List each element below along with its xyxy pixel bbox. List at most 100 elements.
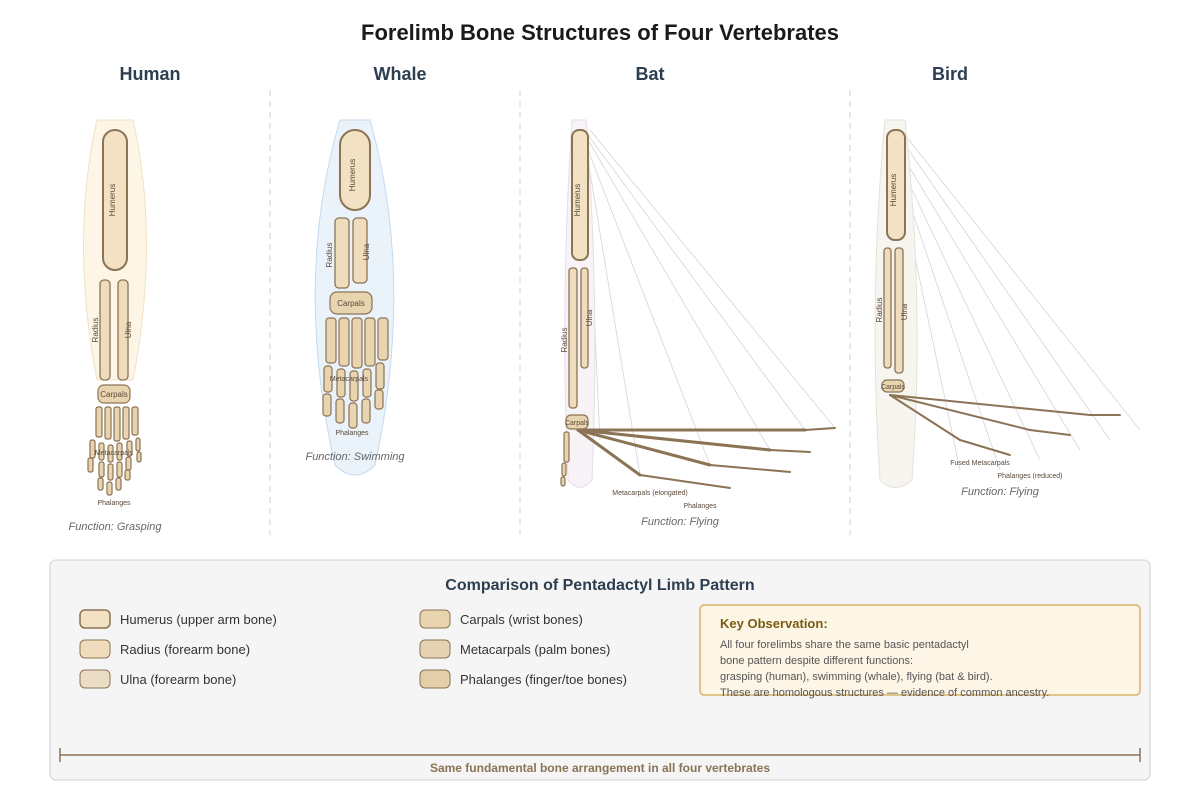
human-humerus	[102, 129, 128, 271]
human-phalanx	[87, 457, 94, 473]
whale-metacarpal-5	[377, 317, 389, 361]
human-humerus-label: Humerus	[108, 184, 117, 216]
bird-function: Function: Flying	[961, 486, 1040, 498]
bat-carpals-label: Carpals	[565, 420, 590, 427]
whale-function: Function: Swimming	[305, 451, 405, 463]
bird-humerus	[886, 129, 906, 241]
whale-phalanx	[374, 389, 384, 410]
bat-phalanx-2	[804, 427, 836, 431]
bird-forelimb: Humerus Radius Ulna Carpals Fused Metaca…	[874, 119, 1141, 498]
human-metacarpal-1	[95, 406, 103, 438]
legend-label-phalanges: Phalanges (finger/toe bones)	[460, 672, 627, 687]
bat-thumb-phalanx	[561, 462, 567, 477]
human-phalanx	[107, 444, 114, 463]
bird-humerus-label: Humerus	[889, 174, 898, 206]
whale-phalanx	[375, 362, 385, 390]
whale-phalanx	[323, 365, 333, 393]
bat-phalanx-5	[639, 474, 731, 489]
bat-phalanx-4	[709, 464, 791, 473]
bird-digit-3	[889, 394, 1091, 416]
human-phalanges-label: Phalanges	[97, 500, 131, 507]
legend-swatch-humerus	[79, 609, 111, 629]
bat-function: Function: Flying	[641, 516, 720, 528]
whale-metacarpal-4	[364, 317, 376, 367]
bat-phalanx-3	[769, 449, 811, 453]
whale-phalanx	[348, 402, 358, 429]
bat-thumb	[563, 431, 570, 463]
whale-radius	[334, 217, 350, 289]
bird-feather-line	[904, 159, 1081, 451]
whale-phalanx	[336, 368, 346, 398]
human-phalanx	[116, 442, 123, 461]
bat-thumb-phalanx	[560, 476, 566, 487]
legend-label-humerus: Humerus (upper arm bone)	[120, 612, 277, 627]
legend-label-ulna: Ulna (forearm bone)	[120, 672, 236, 687]
whale-radius-label: Radius	[325, 243, 334, 268]
bat-phalanges-label: Phalanges	[683, 503, 717, 510]
whale-humerus	[339, 129, 371, 211]
bat-heading: Bat	[635, 64, 664, 84]
bird-ulna	[894, 247, 904, 374]
bat-membrane-line	[589, 129, 836, 429]
bat-metacarpal-3	[576, 428, 772, 452]
whale-carpals	[329, 291, 373, 315]
whale-phalanges-label: Phalanges	[335, 430, 369, 437]
human-radius-label: Radius	[91, 318, 100, 343]
human-phalanx	[98, 442, 105, 461]
human-phalanx	[126, 440, 133, 457]
legend-swatch-radius	[79, 639, 111, 659]
comparison-title: Comparison of Pentadactyl Limb Pattern	[445, 577, 754, 594]
whale-metacarpal-3	[351, 317, 363, 369]
human-radius	[99, 279, 111, 381]
bird-ulna-label: Ulna	[900, 303, 909, 320]
bat-membrane-line	[587, 134, 806, 431]
whale-ulna-label: Ulna	[362, 243, 371, 260]
key-observation-line-3: grasping (human), swimming (whale), flyi…	[720, 671, 993, 683]
key-observation-line-2: bone pattern despite different functions…	[720, 655, 913, 667]
human-metacarpal-3	[113, 406, 121, 442]
bat-radius	[568, 267, 578, 409]
bird-metacarpals-label: Fused Metacarpals	[950, 460, 1010, 467]
human-carpals-label: Carpals	[100, 390, 128, 399]
comparison-panel: Comparison of Pentadactyl Limb Pattern H…	[49, 559, 1151, 781]
legend-label-radius: Radius (forearm bone)	[120, 642, 250, 657]
bird-phalanx-2	[1029, 429, 1071, 436]
whale-carpals-label: Carpals	[337, 299, 365, 308]
human-carpals	[97, 384, 131, 404]
whale-phalanx	[361, 398, 371, 424]
key-observation-line-1: All four forelimbs share the same basic …	[720, 639, 969, 651]
bird-carpals	[881, 379, 905, 393]
bat-membrane-line	[587, 149, 711, 466]
whale-phalanx	[349, 370, 359, 402]
human-phalanx	[98, 461, 105, 478]
key-observation-line-4: These are homologous structures — eviden…	[720, 687, 1049, 699]
bird-feather-line	[904, 189, 1001, 471]
whale-heading: Whale	[373, 64, 426, 84]
legend-swatch-carpals	[419, 609, 451, 629]
bird-carpals-label: Carpals	[881, 384, 906, 391]
bat-humerus	[571, 129, 589, 261]
whale-humerus-label: Humerus	[348, 159, 357, 191]
legend-swatch-metacarpals	[419, 639, 451, 659]
bird-feather-line	[904, 134, 1141, 431]
legend-swatch-ulna	[79, 669, 111, 689]
human-ulna-label: Ulna	[124, 321, 133, 338]
diagram-title: Forelimb Bone Structures of Four Vertebr…	[361, 20, 839, 45]
bat-metacarpal-5	[576, 428, 642, 477]
human-phalanx	[97, 477, 104, 491]
human-ulna	[117, 279, 129, 381]
human-metacarpal-2	[104, 406, 112, 440]
human-phalanx	[115, 477, 122, 491]
legend-label-metacarpals: Metacarpals (palm bones)	[460, 642, 610, 657]
whale-phalanx	[322, 393, 332, 417]
human-metacarpal-4	[122, 406, 130, 440]
bat-humerus-label: Humerus	[573, 184, 582, 216]
bird-feather-line	[904, 174, 1041, 461]
whale-metacarpal-2	[338, 317, 350, 367]
bat-ulna-label: Ulna	[585, 309, 594, 326]
human-phalanx	[106, 481, 113, 496]
human-phalanx	[107, 463, 114, 481]
bird-feather-line	[904, 144, 1111, 441]
footer-caption: Same fundamental bone arrangement in all…	[430, 761, 770, 775]
